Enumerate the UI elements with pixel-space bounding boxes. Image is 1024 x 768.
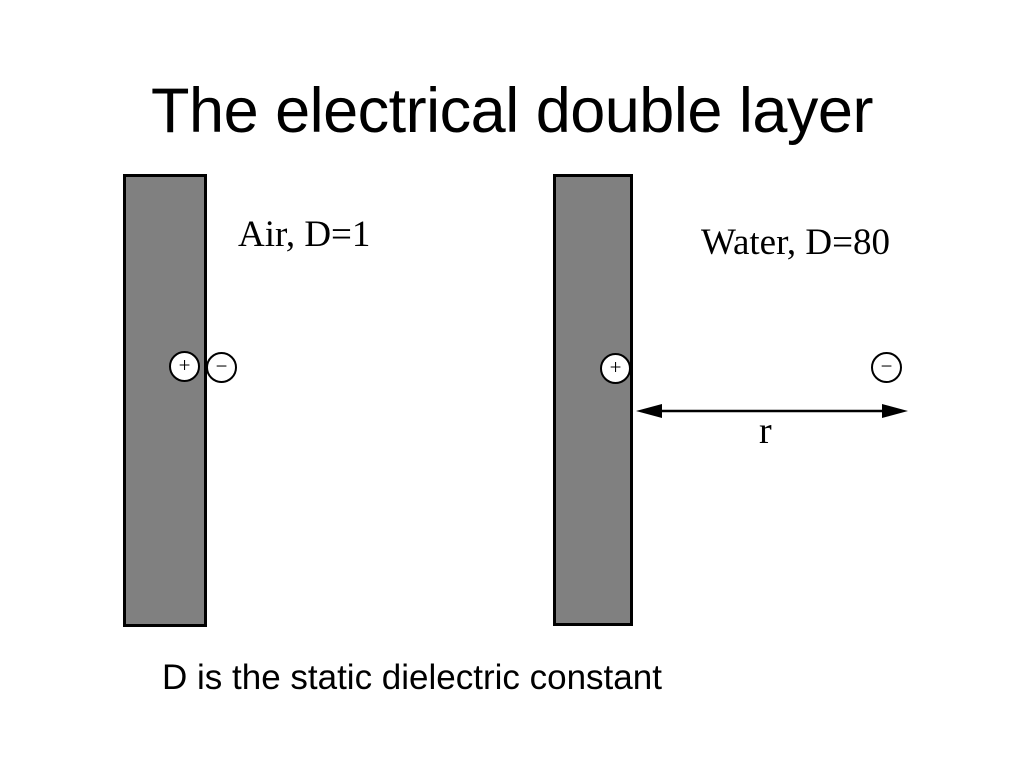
charge-sign: − (880, 354, 893, 378)
positive-charge-icon: + (169, 351, 200, 382)
charge-sign: − (215, 354, 228, 378)
medium-label-water: Water, D=80 (701, 222, 891, 263)
distance-label: r (759, 410, 772, 452)
footer-caption: D is the static dielectric constant (162, 658, 662, 697)
slide-title: The electrical double layer (151, 76, 873, 146)
negative-charge-icon: − (206, 352, 237, 383)
charge-sign: + (178, 353, 191, 377)
positive-charge-icon: + (600, 353, 631, 384)
double-arrow-icon (636, 404, 908, 418)
charged-surface-water (553, 174, 633, 626)
medium-label-air: Air, D=1 (238, 214, 371, 255)
charge-sign: + (609, 355, 622, 379)
negative-charge-icon: − (871, 352, 902, 383)
charged-surface-air (123, 174, 207, 627)
